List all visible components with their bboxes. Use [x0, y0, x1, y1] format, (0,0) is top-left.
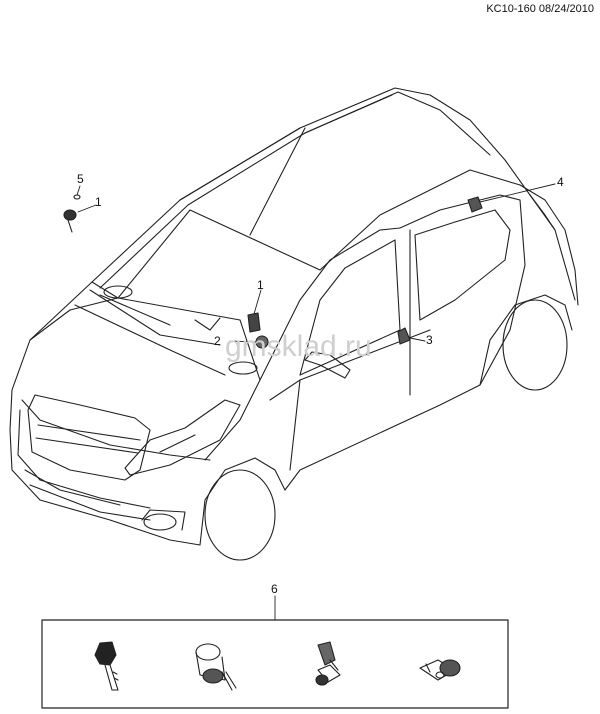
ignition-lock-cylinder-icon — [195, 643, 237, 691]
tailgate-lock-detail — [467, 196, 483, 213]
lock-kit-box — [41, 619, 509, 709]
callout-4: 4 — [557, 175, 564, 189]
key-icon — [94, 641, 119, 691]
ignition-switch-detail — [247, 312, 269, 349]
callout-3: 3 — [426, 333, 433, 347]
door-lock-detail — [397, 327, 411, 345]
callout-2: 2 — [214, 334, 221, 348]
door-lock-cylinder-icon — [315, 641, 341, 686]
page-reference: KC10-160 08/24/2010 — [486, 3, 594, 15]
watermark: gmsklad.ru — [225, 330, 372, 363]
callout-5: 5 — [77, 172, 84, 186]
leader-lines — [76, 183, 556, 621]
car-outline — [9, 87, 579, 561]
callout-6: 6 — [271, 582, 278, 596]
key-detail — [63, 194, 81, 233]
callout-1-key: 1 — [95, 195, 102, 209]
callout-1-switch: 1 — [257, 278, 264, 292]
tailgate-lock-cylinder-icon — [419, 659, 461, 681]
